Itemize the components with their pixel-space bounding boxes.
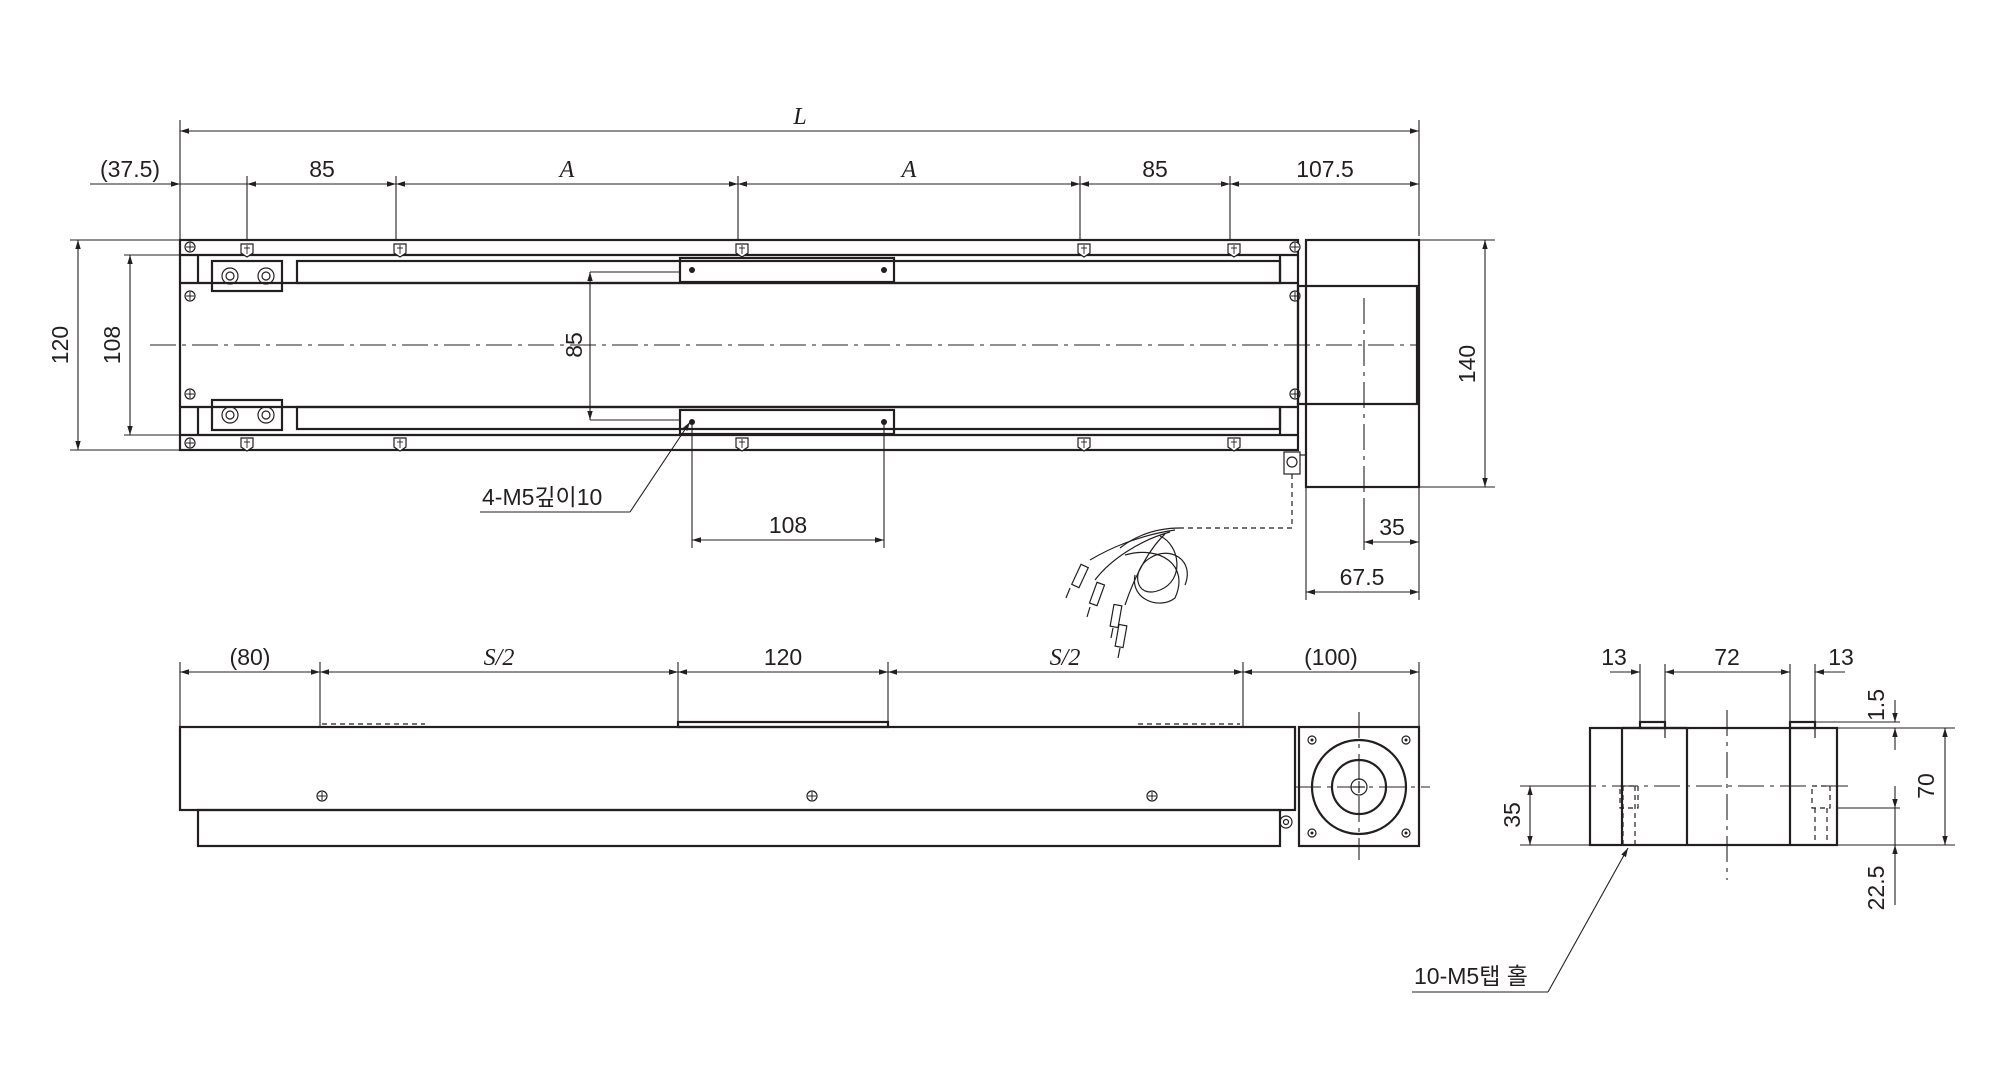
dim-side-row: (80) S/2 120 S/2 (100)	[179, 644, 1420, 728]
dim-motor-height: 140	[1419, 239, 1495, 488]
label-s-half-left: S/2	[484, 645, 515, 671]
label-end-70: 70	[1913, 773, 1939, 799]
label-side-right: (100)	[1304, 644, 1358, 670]
end-view: 13 72 13	[1412, 644, 1955, 993]
label-end-72: 72	[1714, 644, 1740, 670]
label-a-right: A	[900, 157, 917, 183]
label-left-offset: (37.5)	[100, 156, 160, 182]
dim-end-heights: 1.5 70 22.5 35	[1499, 689, 1955, 910]
label-a-left: A	[558, 157, 575, 183]
dim-motor-widths: 35 67.5	[1305, 487, 1420, 600]
label-end-13-left: 13	[1601, 644, 1627, 670]
dim-rail-span: 85	[561, 271, 680, 421]
motor-end-side	[1295, 712, 1430, 860]
side-view: (80) S/2 120 S/2 (100)	[178, 644, 1430, 860]
actuator-body-top	[150, 238, 1420, 452]
dim-left-heights: 120 108	[47, 239, 180, 451]
top-view: L (37.5) 85 A A 85 107.5	[47, 104, 1495, 659]
label-height-outer: 120	[47, 326, 73, 364]
actuator-end-profile	[1570, 710, 1850, 880]
label-carriage-holes: 108	[769, 512, 807, 538]
label-end-22-5: 22.5	[1863, 866, 1889, 911]
label-pitch-right: 85	[1142, 156, 1168, 182]
label-pitch-left: 85	[309, 156, 335, 182]
label-end-1-5: 1.5	[1863, 689, 1889, 721]
label-motor-67-5: 67.5	[1340, 564, 1385, 590]
dim-carriage-holes: 108	[691, 422, 885, 548]
label-motor-height: 140	[1454, 345, 1480, 383]
label-right-end: 107.5	[1296, 156, 1354, 182]
label-motor-35: 35	[1379, 514, 1405, 540]
callout-tapped-holes: 4-M5깊이10	[480, 421, 691, 513]
label-end-13-right: 13	[1828, 644, 1854, 670]
dim-pitch-row: (37.5) 85 A A 85 107.5	[90, 156, 1419, 240]
label-callout-tapped: 4-M5깊이10	[482, 484, 602, 510]
cable	[1065, 474, 1293, 659]
label-rail-span: 85	[561, 332, 587, 358]
motor-top	[1283, 238, 1421, 500]
actuator-body-side	[178, 720, 1297, 848]
label-end-35: 35	[1499, 802, 1525, 828]
label-side-left: (80)	[230, 644, 271, 670]
label-height-inner: 108	[99, 326, 125, 364]
dim-end-widths: 13 72 13	[1601, 644, 1854, 722]
label-s-half-right: S/2	[1050, 645, 1081, 671]
label-side-table: 120	[764, 644, 802, 670]
callout-tap-holes: 10-M5탭 홀	[1412, 847, 1629, 993]
label-l: L	[792, 104, 806, 130]
label-callout-tap-holes: 10-M5탭 홀	[1414, 963, 1528, 989]
dim-overall-l: L	[179, 104, 1420, 242]
